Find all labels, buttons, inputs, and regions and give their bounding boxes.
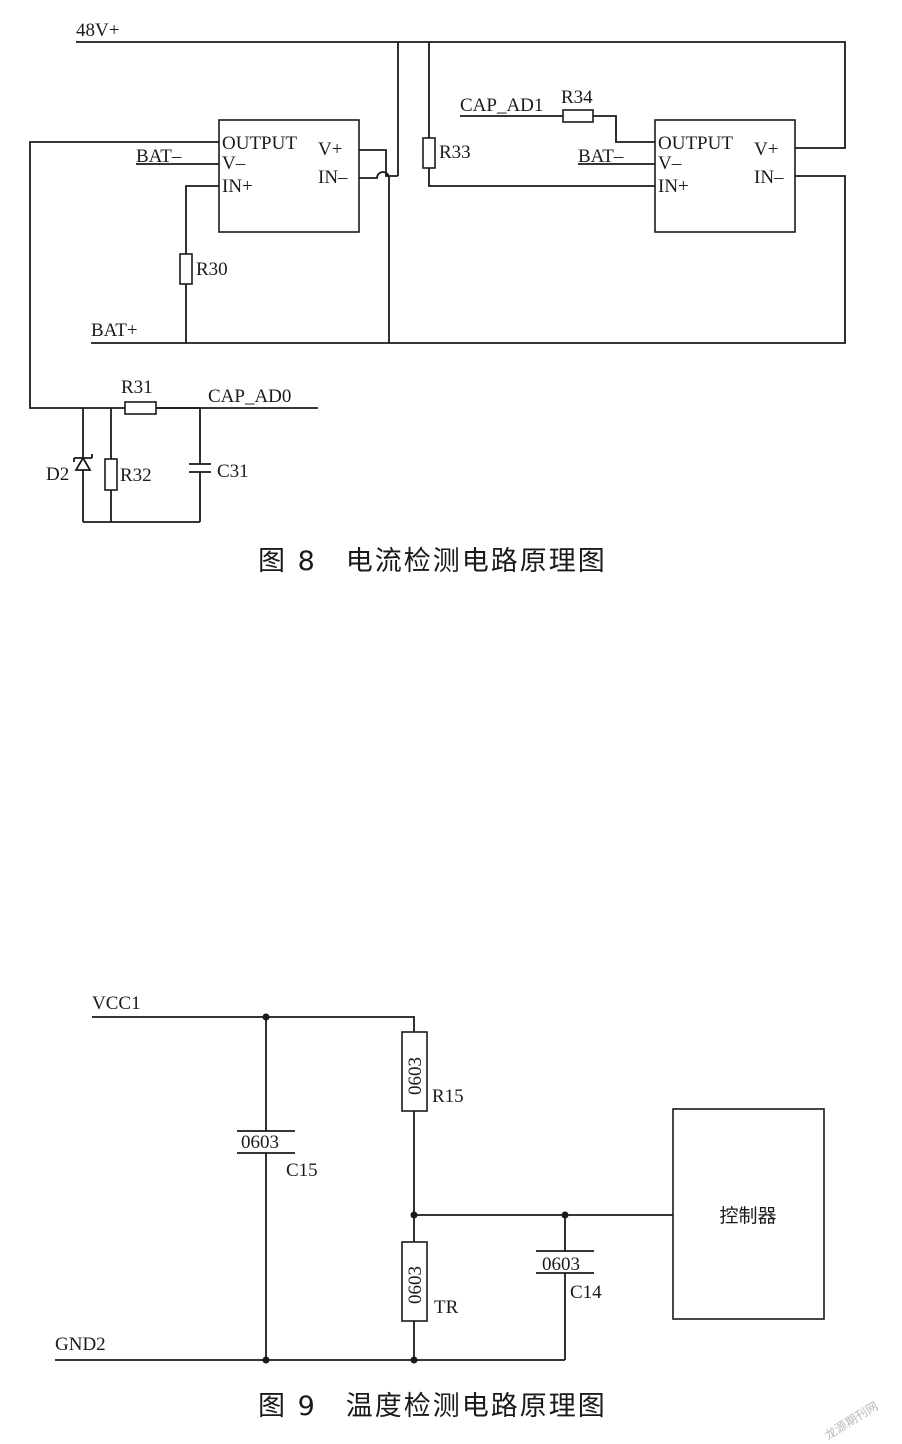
- resistor-r30: [179, 253, 193, 285]
- net-label-48v: 48V+: [76, 20, 119, 41]
- pkg-r15: 0603: [405, 1057, 426, 1095]
- wire-left-output: [29, 141, 219, 409]
- zener-diode-d2: [73, 454, 93, 471]
- current-sense-amp-right: [654, 119, 796, 233]
- net-label-bat-minus-left: BAT–: [136, 146, 182, 167]
- thermistor-tr: [401, 1241, 428, 1322]
- figure-9-temperature-detection-circuit: VCC1 0603 C15 0603 R15 0603 TR 0603 C14 …: [55, 993, 825, 1422]
- net-label-bat-plus: BAT+: [91, 320, 138, 341]
- net-label-vcc1: VCC1: [92, 993, 141, 1014]
- controller-box: [672, 1108, 825, 1320]
- resistor-r15: [401, 1031, 428, 1112]
- pin-vminus-left: V–: [222, 153, 246, 174]
- figure-8-current-detection-circuit: 48V+ OUTPUT V– IN+ V+ IN– BAT– R30 BAT+ …: [29, 20, 846, 577]
- wire-left-inminus: [359, 171, 390, 343]
- pin-vminus-right: V–: [658, 153, 682, 174]
- label-tr: TR: [434, 1297, 459, 1318]
- label-c15: C15: [286, 1160, 318, 1181]
- wire-vcc1-rail: [92, 1016, 415, 1032]
- resistor-r31: [124, 401, 157, 415]
- net-label-cap-ad0: CAP_AD0: [208, 386, 291, 407]
- wire-left-inplus: [185, 185, 219, 254]
- watermark: 龙源期刊网: [822, 1399, 880, 1443]
- pin-inminus-right: IN–: [754, 167, 784, 188]
- pin-vplus-right: V+: [754, 139, 778, 160]
- label-r15: R15: [432, 1086, 464, 1107]
- pin-output-right: OUTPUT: [658, 133, 733, 154]
- junction-gnd-tr: [410, 1356, 418, 1364]
- resistor-r33: [422, 137, 436, 169]
- pkg-tr: 0603: [405, 1266, 426, 1304]
- pin-vplus-left: V+: [318, 139, 342, 160]
- label-d2: D2: [46, 464, 69, 485]
- capacitor-c15: [237, 1017, 295, 1360]
- pkg-c15: 0603: [241, 1132, 279, 1153]
- net-label-cap-ad1: CAP_AD1: [460, 95, 543, 116]
- resistor-r32: [104, 458, 118, 491]
- wire-48v-rail: [76, 41, 846, 149]
- label-c14: C14: [570, 1282, 602, 1303]
- wire-left-vplus: [359, 149, 398, 177]
- pin-output-left: OUTPUT: [222, 133, 297, 154]
- label-c31: C31: [217, 461, 249, 482]
- capacitor-c14: [536, 1215, 594, 1360]
- wire-bat-plus-rail: [91, 175, 846, 344]
- wire-r34-to-right-output: [593, 115, 655, 143]
- capacitor-c31: [189, 408, 211, 522]
- label-r30: R30: [196, 259, 228, 280]
- resistor-r34: [562, 109, 594, 123]
- controller-label: 控制器: [719, 1205, 776, 1227]
- current-sense-amp-left: [218, 119, 360, 233]
- figure-9-caption: 图 9 温度检测电路原理图: [258, 1391, 607, 1422]
- label-r33: R33: [439, 142, 471, 163]
- wire-r33-to-right-inplus: [428, 168, 655, 187]
- pin-inminus-left: IN–: [318, 167, 348, 188]
- figure-8-caption: 图 8 电流检测电路原理图: [258, 546, 607, 577]
- label-r31: R31: [121, 377, 153, 398]
- net-label-bat-minus-right: BAT–: [578, 146, 624, 167]
- pin-inplus-left: IN+: [222, 176, 253, 197]
- pin-inplus-right: IN+: [658, 176, 689, 197]
- net-label-gnd2: GND2: [55, 1334, 106, 1355]
- label-r34: R34: [561, 87, 593, 108]
- pkg-c14: 0603: [542, 1254, 580, 1275]
- label-r32: R32: [120, 465, 152, 486]
- junction-gnd-c15: [262, 1356, 270, 1364]
